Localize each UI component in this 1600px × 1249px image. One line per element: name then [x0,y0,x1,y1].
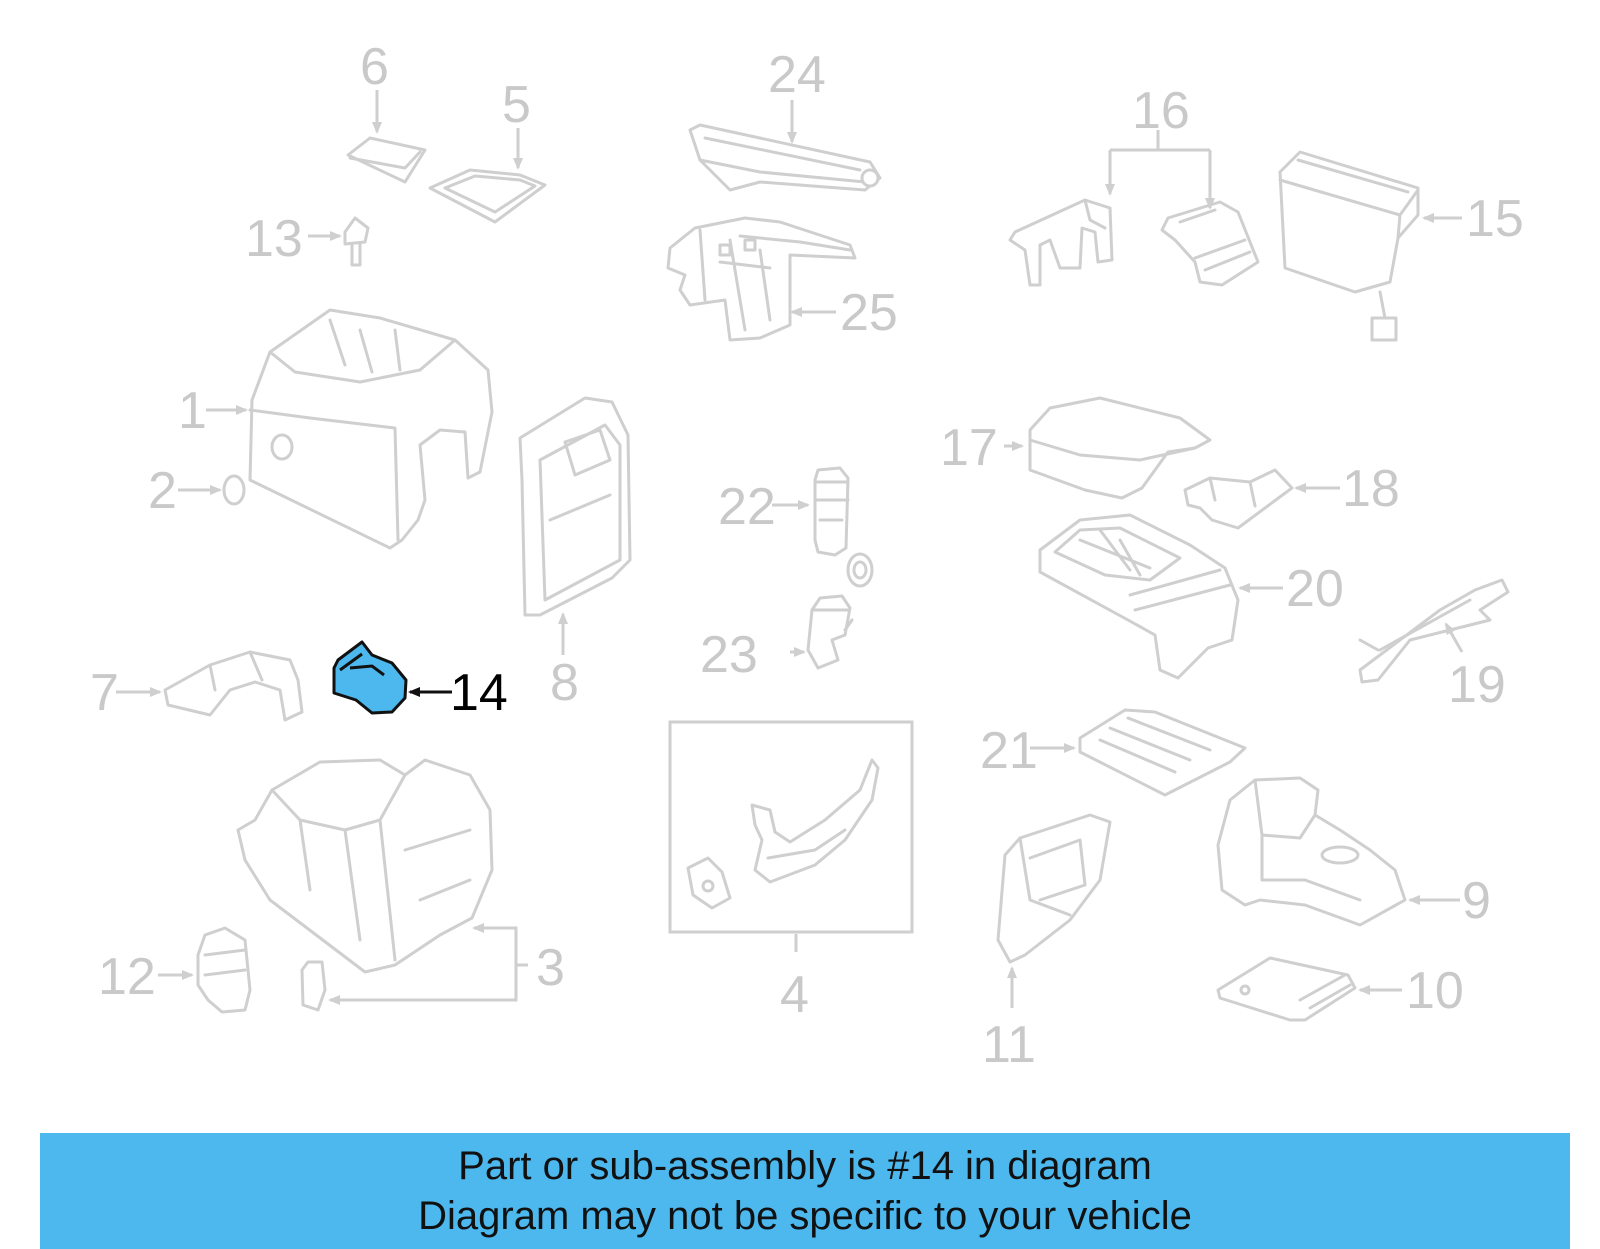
part-19 [1358,578,1510,684]
part-16-right [1160,200,1260,287]
part-15 [1278,150,1462,342]
label-6: 6 [360,38,389,96]
part-10 [1216,956,1402,1022]
label-13: 13 [245,210,303,268]
label-23: 23 [700,626,758,684]
part-25 [666,216,857,342]
label-14: 14 [450,664,508,722]
label-16: 16 [1132,82,1190,140]
label-21: 21 [980,722,1038,780]
label-12: 12 [98,948,156,1006]
part-20 [1038,513,1283,680]
label-24: 24 [768,46,826,104]
label-17: 17 [940,419,998,477]
label-20: 20 [1286,560,1344,618]
label-1: 1 [178,382,207,440]
part-2 [178,474,246,506]
banner-line-2: Diagram may not be specific to your vehi… [418,1194,1192,1238]
label-9: 9 [1462,872,1491,930]
label-2: 2 [148,462,177,520]
label-7: 7 [90,664,119,722]
part-6 [346,90,427,184]
label-11: 11 [982,1016,1036,1074]
part-5 [428,128,547,224]
part-8 [518,396,632,655]
label-3: 3 [536,939,565,997]
part-24 [688,100,882,192]
leader-16 [1105,130,1215,210]
label-18: 18 [1342,460,1400,518]
part-14-highlighted [332,640,452,715]
part-16-left [1008,198,1114,287]
label-4: 4 [780,966,809,1024]
info-banner: Part or sub-assembly is #14 in diagram D… [40,1133,1570,1249]
part-3 [236,758,528,1012]
label-10: 10 [1406,962,1464,1020]
part-21 [1030,708,1247,797]
part-18 [1183,468,1340,530]
label-15: 15 [1466,190,1524,248]
label-5: 5 [502,76,531,134]
label-22: 22 [718,478,776,536]
part-7 [116,650,304,722]
part-1 [206,308,494,550]
label-19: 19 [1448,656,1506,714]
part-13 [308,216,370,267]
part-12 [158,926,252,1014]
banner-line-1: Part or sub-assembly is #14 in diagram [458,1144,1152,1188]
label-8: 8 [550,654,579,712]
part-23 [790,552,874,670]
part-9 [1216,776,1460,927]
part-17 [1004,396,1212,500]
part-11 [996,813,1112,1008]
part-22 [772,466,850,557]
label-25: 25 [840,284,898,342]
part-4 [668,720,914,952]
